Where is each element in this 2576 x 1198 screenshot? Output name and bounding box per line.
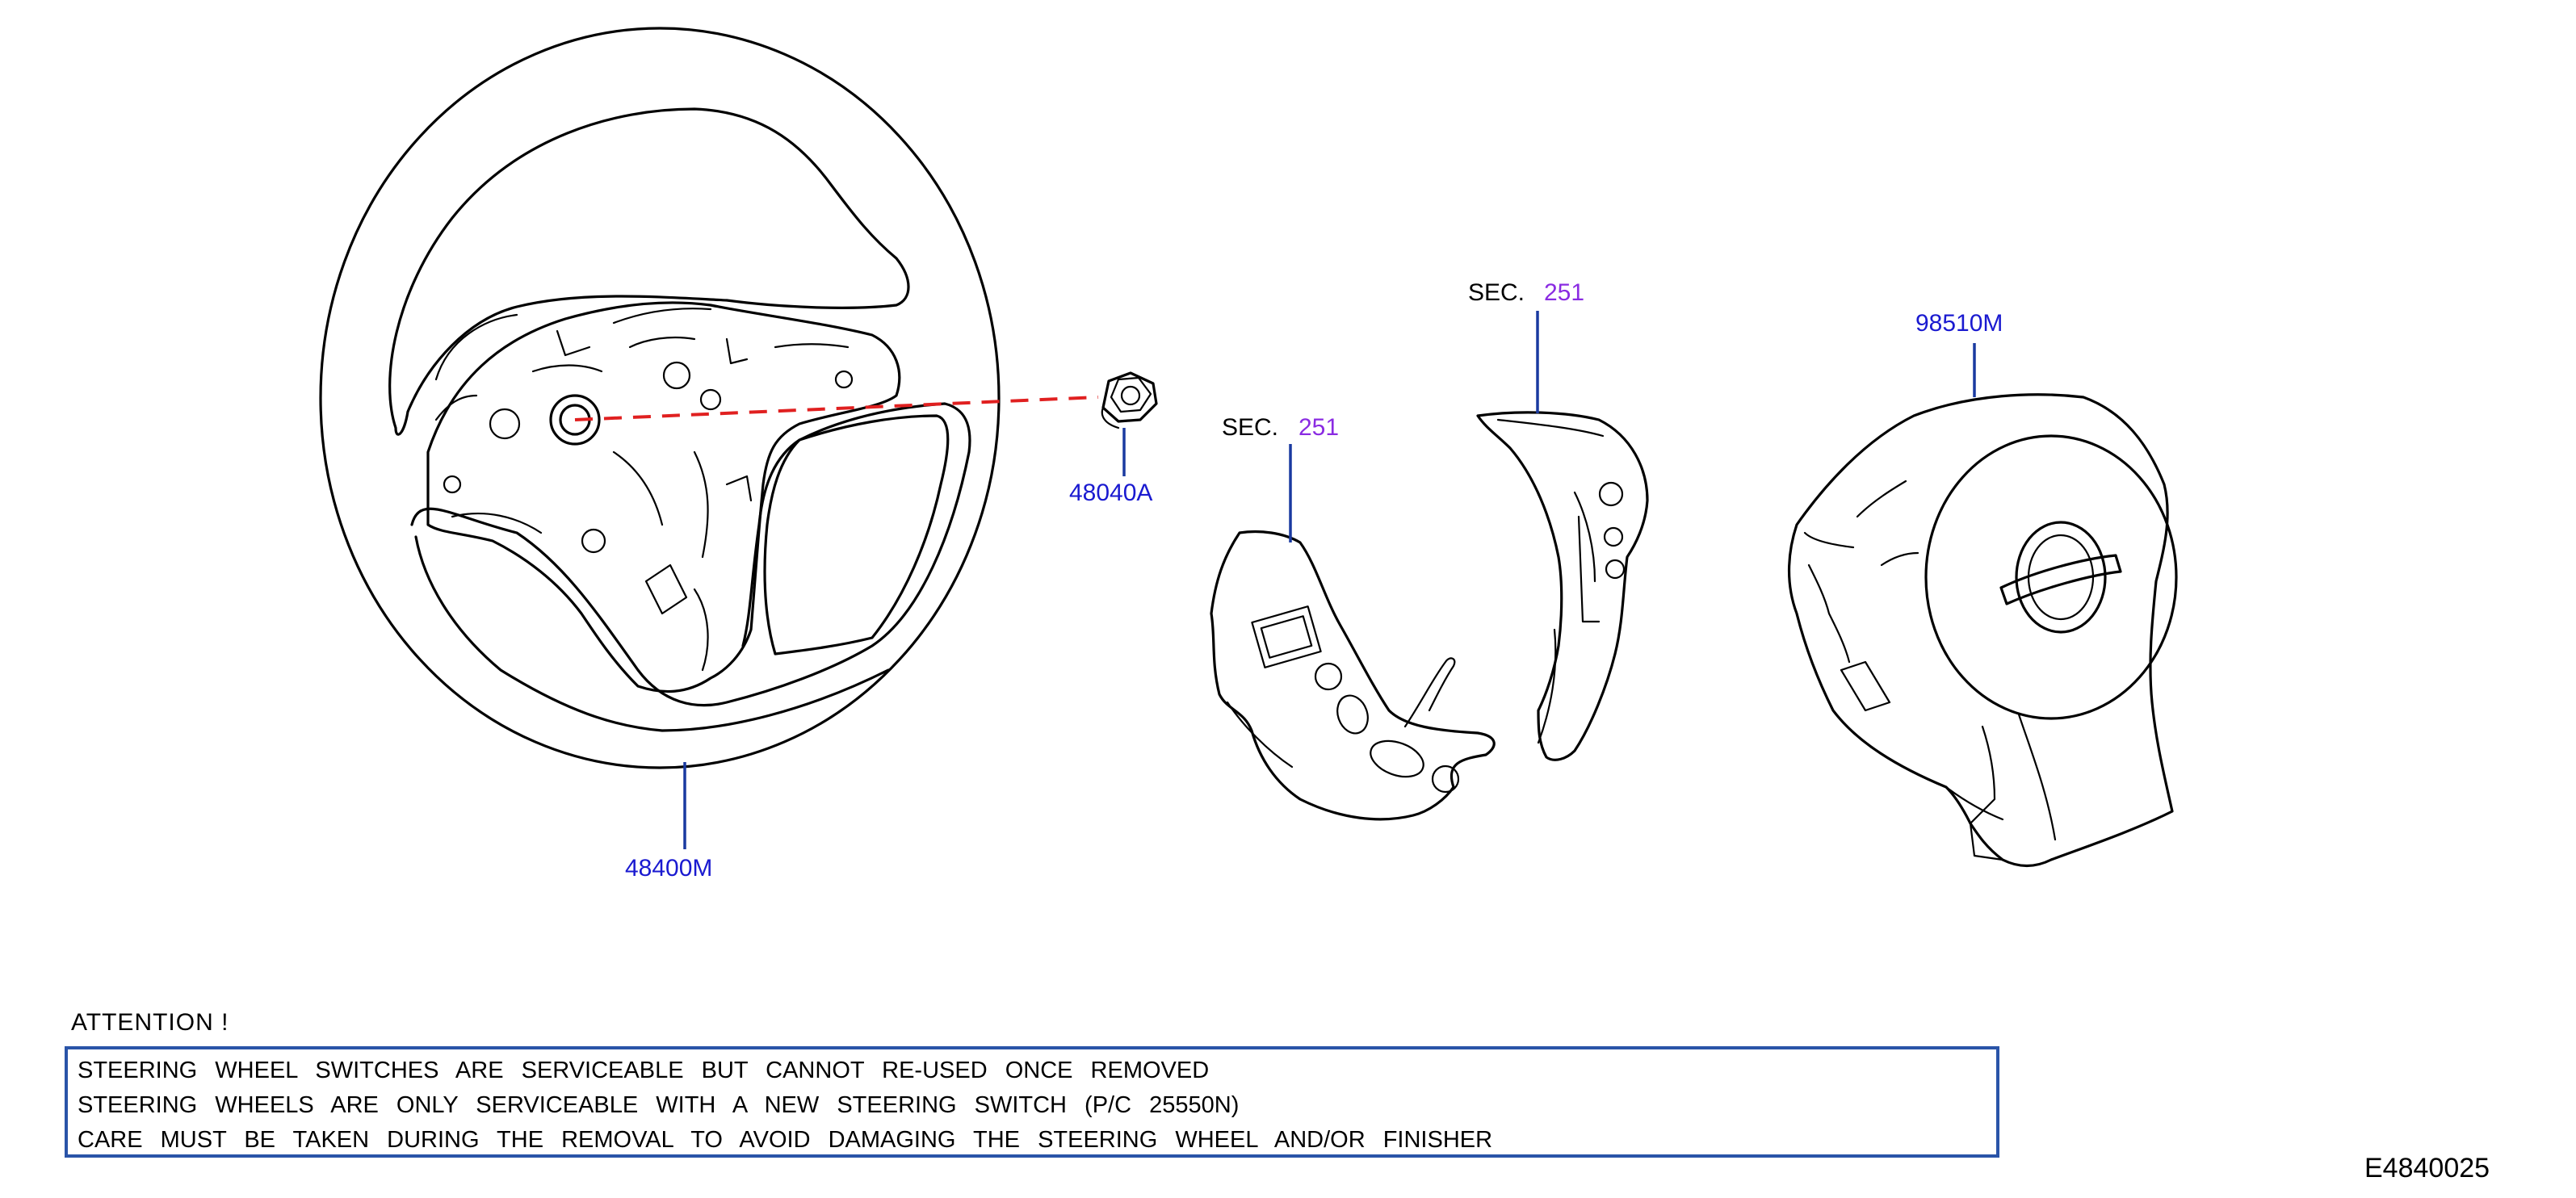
section-ref-number-right[interactable]: 251 (1544, 279, 1584, 306)
notice-line: STEERING WHEEL SWITCHES ARE SERVICEABLE … (78, 1058, 1210, 1083)
section-ref-prefix-right[interactable]: SEC. (1468, 279, 1525, 306)
notice-line: STEERING WHEELS ARE ONLY SERVICEABLE WIT… (78, 1092, 1240, 1118)
nut-drawing (1101, 371, 1158, 429)
part-label-98510M: 98510M (1915, 310, 2003, 337)
section-ref-prefix-left[interactable]: SEC. (1222, 414, 1278, 441)
steering-switch-drawing (1210, 530, 1496, 821)
finisher-drawing (1476, 411, 1649, 761)
part-label-48400M: 48400M (625, 855, 712, 882)
steering-wheel-drawing (319, 27, 1099, 769)
airbag-module-drawing (1787, 393, 2178, 868)
notice-line: CARE MUST BE TAKEN DURING THE REMOVAL TO… (78, 1127, 1493, 1153)
attention-notice-box: STEERING WHEEL SWITCHES ARE SERVICEABLE … (65, 1046, 1999, 1158)
attention-title: ATTENTION ! (71, 1009, 229, 1036)
section-ref-number-left[interactable]: 251 (1298, 414, 1339, 441)
part-label-48040A: 48040A (1069, 480, 1152, 506)
figure-id: E4840025 (2364, 1153, 2490, 1183)
